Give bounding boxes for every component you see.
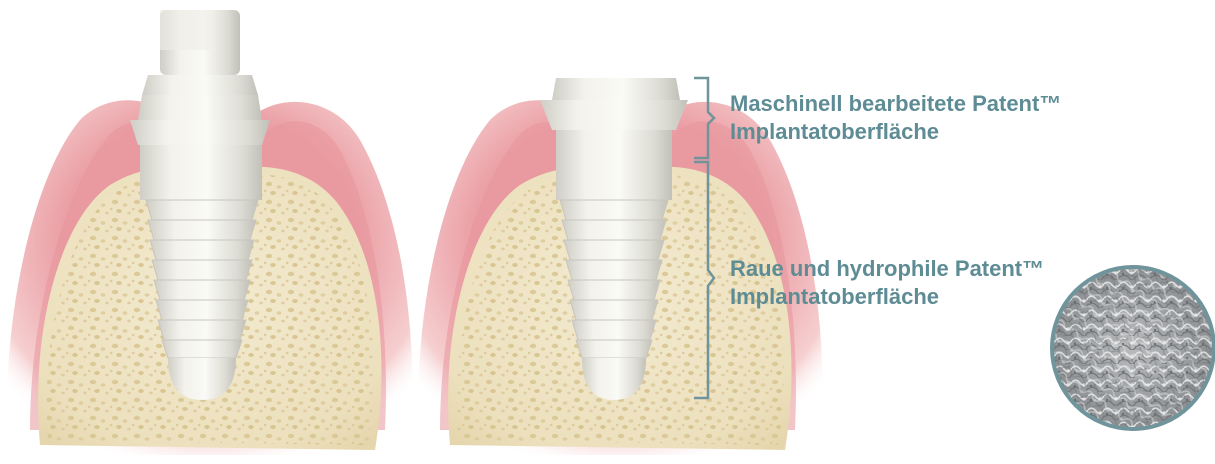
label-machined-line2: Implantatoberfläche bbox=[730, 118, 1061, 146]
label-rough-line2: Implantatoberfläche bbox=[730, 283, 1044, 311]
label-machined-line1: Maschinell bearbeitete Patent™ bbox=[730, 90, 1061, 118]
label-rough-line1: Raue und hydrophile Patent™ bbox=[730, 255, 1044, 283]
label-rough-surface: Raue und hydrophile Patent™ Implantatobe… bbox=[730, 255, 1044, 311]
left-implant-group bbox=[7, 10, 413, 455]
surface-texture-magnified bbox=[1016, 242, 1215, 459]
label-machined-surface: Maschinell bearbeitete Patent™ Implantat… bbox=[730, 90, 1061, 146]
